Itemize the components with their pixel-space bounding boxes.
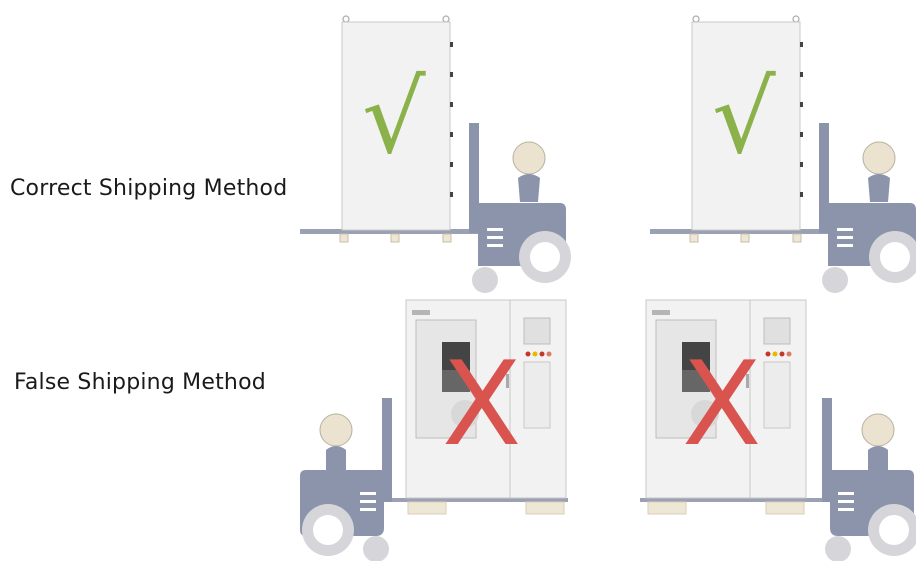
caption-false-shipping: False Shipping Method [14, 370, 266, 395]
cabinet-tall [341, 15, 453, 231]
cross-mark: X [442, 337, 521, 472]
forklift [300, 398, 568, 561]
scene-false-1: X [300, 299, 568, 561]
cabinet-wide [405, 299, 567, 499]
check-mark: √ [362, 59, 426, 176]
pallet [689, 233, 802, 243]
scene-correct-2: √ [650, 15, 916, 293]
cabinet-wide [645, 299, 807, 499]
cross-mark: X [682, 337, 761, 472]
forklift [300, 123, 571, 293]
forklift [640, 398, 916, 561]
check-mark: √ [712, 59, 776, 176]
caption-correct-shipping: Correct Shipping Method [10, 176, 288, 201]
pallet [339, 233, 452, 243]
scene-false-2: X [640, 299, 916, 561]
pallet [407, 501, 565, 515]
pallet [647, 501, 805, 515]
scene-correct-1: √ [300, 15, 571, 293]
forklift [650, 123, 916, 293]
cabinet-tall [691, 15, 803, 231]
